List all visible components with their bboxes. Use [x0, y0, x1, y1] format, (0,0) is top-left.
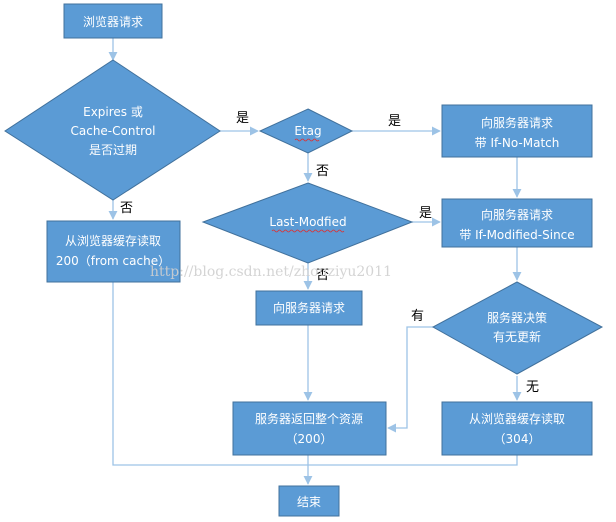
node-if-no-match-line-1: 向服务器请求 [481, 115, 553, 130]
node-return-resource-line-2: （200） [286, 432, 333, 446]
node-expires-line-2: Cache-Control [70, 124, 155, 138]
node-server-decides-line-1: 服务器决策 [487, 310, 547, 325]
node-request-server: 向服务器请求 [255, 290, 363, 326]
watermark-text: http://blog.csdn.net/zhouziyu2011 [150, 264, 392, 280]
node-return-resource: 服务器返回整个资源 （200） [232, 401, 387, 456]
edge-label-server-no: 无 [526, 380, 539, 395]
node-expires-decision: Expires 或 Cache-Control 是否过期 [4, 59, 221, 201]
node-server-decides-line-2: 有无更新 [493, 329, 541, 344]
node-read-cache-304-line-1: 从浏览器缓存读取 [469, 411, 565, 426]
node-last-modified-decision: Last-Modfied [201, 182, 414, 264]
spellcheck-squiggle-last-modified [271, 229, 345, 233]
edge-label-expires-no: 否 [120, 201, 133, 216]
node-read-cache-304-line-2: （304） [494, 432, 541, 446]
node-end-label: 结束 [297, 495, 321, 509]
node-expires-line-3: 是否过期 [89, 143, 137, 157]
node-read-cache-200-line-1: 从浏览器缓存读取 [65, 233, 161, 248]
node-expires-line-1: Expires 或 [83, 105, 143, 119]
node-read-cache-304: 从浏览器缓存读取 （304） [441, 401, 593, 456]
node-if-no-match-line-2: 带 If-No-Match [475, 136, 560, 150]
node-last-modified-label: Last-Modfied [269, 215, 346, 229]
edge-label-server-yes: 有 [411, 309, 424, 324]
node-etag-label: Etag [294, 124, 321, 138]
edge-label-lastmod-yes: 是 [419, 206, 432, 221]
node-return-resource-line-1: 服务器返回整个资源 [255, 411, 363, 426]
node-start: 浏览器请求 [63, 3, 163, 39]
node-read-cache-200: 从浏览器缓存读取 200（from cache） [46, 220, 181, 283]
node-if-no-match: 向服务器请求 带 If-No-Match [441, 104, 593, 158]
node-request-server-label: 向服务器请求 [273, 300, 345, 315]
edge-label-etag-no: 否 [316, 164, 329, 179]
edge-label-lastmod-no: 否 [316, 268, 329, 283]
edge-server-to-return [387, 326, 433, 433]
node-start-label: 浏览器请求 [83, 14, 143, 29]
node-if-modified-since: 向服务器请求 带 If-Modified-Since [441, 198, 593, 248]
node-read-cache-200-line-2: 200（from cache） [56, 254, 170, 268]
edge-cache200-to-end [112, 282, 308, 466]
spellcheck-squiggle-etag [294, 138, 320, 142]
edge-cache304-to-end [308, 455, 518, 466]
node-if-modified-since-line-1: 向服务器请求 [481, 207, 553, 222]
edge-label-expires-yes: 是 [236, 111, 249, 126]
node-end: 结束 [278, 485, 340, 517]
edges [108, 38, 522, 485]
node-etag-decision: Etag [258, 108, 354, 154]
edge-label-etag-yes: 是 [388, 114, 401, 129]
node-server-decides: 服务器决策 有无更新 [431, 281, 604, 375]
node-if-modified-since-line-2: 带 If-Modified-Since [459, 228, 574, 242]
